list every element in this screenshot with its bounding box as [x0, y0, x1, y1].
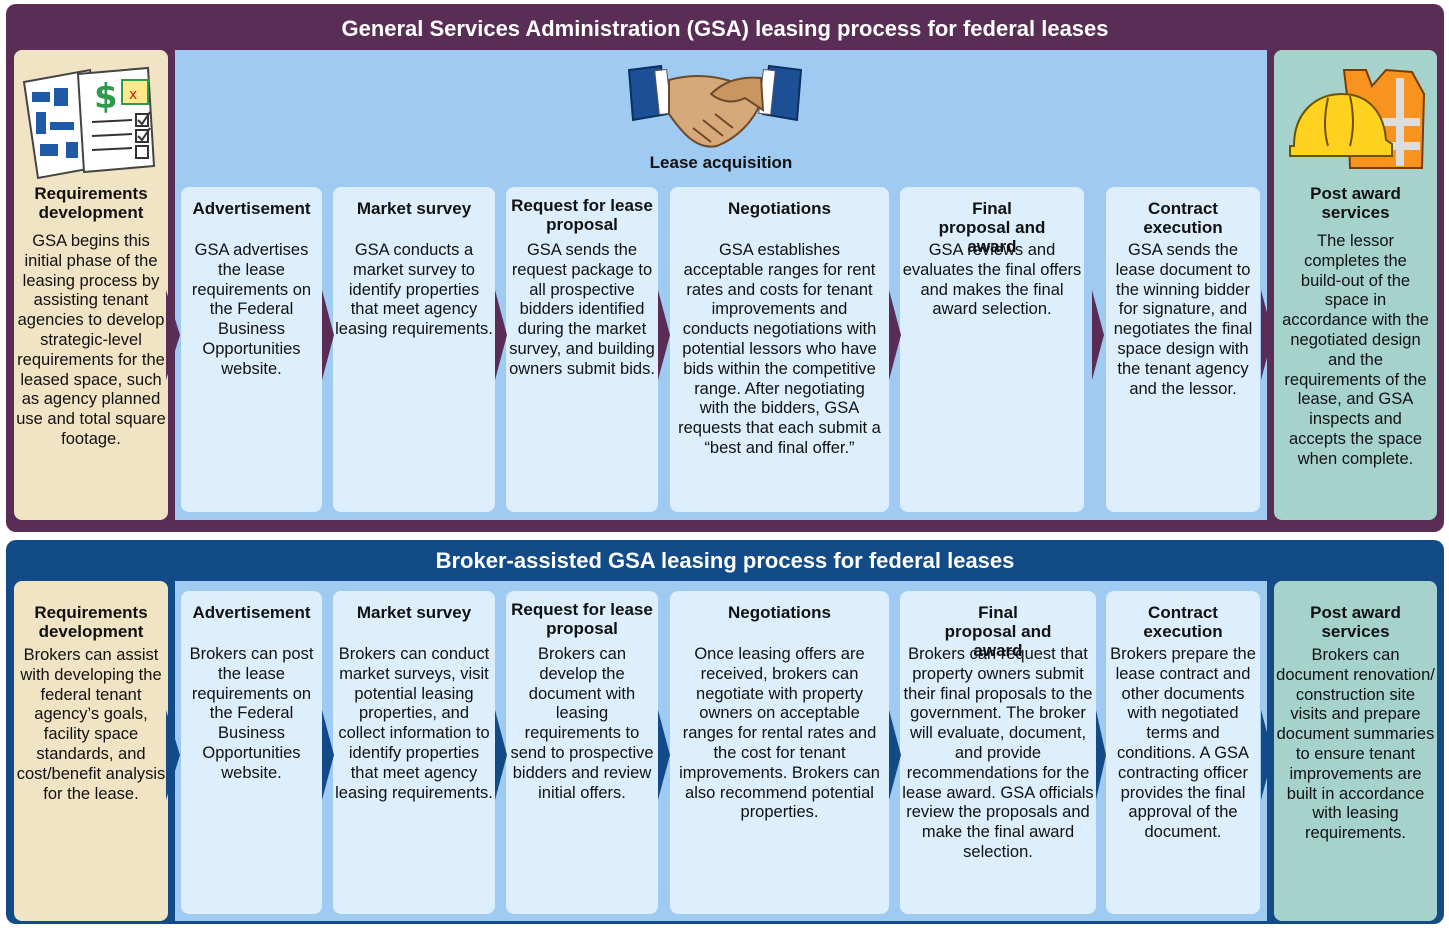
bottom-step-market-survey: Market survey Brokers can conduct market…: [333, 591, 495, 914]
requirements-box: $ x Requirements development GSA begins …: [14, 50, 168, 520]
arrow-icon: [495, 710, 507, 800]
post-award-title: Post award services: [1310, 603, 1401, 641]
post-award-text: Brokers can document renovation/ constru…: [1276, 646, 1435, 843]
step-title: Request for lease proposal: [511, 196, 653, 234]
post-award-box: Post award services The lessor completes…: [1274, 50, 1437, 520]
arrow-icon: [658, 710, 670, 800]
top-step-contract-execution: Contract execution GSA sends the lease d…: [1106, 187, 1260, 512]
svg-text:x: x: [129, 87, 137, 103]
top-step-final-proposal: Final proposal and award GSA reviews and…: [900, 187, 1084, 512]
step-text: Brokers can request that property owners…: [902, 645, 1094, 861]
step-title: Contract execution: [1143, 199, 1223, 237]
step-title: Negotiations: [728, 199, 831, 218]
bottom-step-negotiations: Negotiations Once leasing offers are rec…: [670, 591, 889, 914]
post-award-title: Post award services: [1310, 184, 1401, 222]
step-text: GSA reviews and evaluates the final offe…: [902, 241, 1082, 319]
step-title: Contract execution: [1143, 603, 1223, 641]
arrow-icon: [495, 290, 507, 380]
lease-acquisition-label: Lease acquisition: [649, 153, 793, 172]
bottom-step-final-proposal: Final proposal and award Brokers can req…: [900, 591, 1096, 914]
step-title: Negotiations: [728, 603, 831, 622]
step-text: Once leasing offers are received, broker…: [679, 645, 880, 822]
top-step-negotiations: Negotiations GSA establishes acceptable …: [670, 187, 889, 512]
arrow-icon: [889, 710, 901, 800]
post-award-text: The lessor completes the build-out of th…: [1282, 232, 1429, 468]
step-title: Final proposal and award: [944, 603, 1052, 660]
step-text: Brokers can develop the document with le…: [510, 645, 654, 802]
arrow-icon: [1092, 290, 1104, 380]
top-step-request-proposal: Request for lease proposal GSA sends the…: [506, 187, 658, 512]
step-text: GSA conducts a market survey to identify…: [335, 241, 493, 339]
step-title: Advertisement: [192, 603, 311, 622]
svg-text:$: $: [94, 77, 118, 117]
step-text: GSA establishes acceptable ranges for re…: [678, 241, 881, 457]
arrow-icon: [166, 290, 180, 380]
arrow-icon: [322, 710, 334, 800]
arrow-icon: [1096, 710, 1106, 800]
step-title: Final proposal and award: [938, 199, 1046, 256]
step-text: GSA advertises the lease requirements on…: [191, 241, 312, 378]
step-title: Market survey: [356, 199, 472, 218]
broker-process-title: Broker-assisted GSA leasing process for …: [435, 548, 1015, 573]
requirements-text: Brokers can assist with developing the f…: [16, 646, 166, 803]
step-text: Brokers prepare the lease contract and o…: [1110, 645, 1256, 842]
documents-icon: $ x: [22, 66, 156, 180]
arrow-icon: [166, 710, 180, 800]
requirements-title: Requirements development: [34, 603, 148, 641]
requirements-title: Requirements development: [34, 184, 148, 222]
step-title: Request for lease proposal: [511, 600, 653, 638]
hardhat-vest-icon: [1289, 68, 1426, 169]
arrow-icon: [658, 290, 670, 380]
post-award-box-broker: Post award services Brokers can document…: [1274, 581, 1437, 921]
requirements-box-broker: Requirements development Brokers can ass…: [14, 581, 168, 921]
step-title: Market survey: [356, 603, 472, 622]
bottom-step-request-proposal: Request for lease proposal Brokers can d…: [506, 591, 658, 914]
step-text: GSA sends the request package to all pro…: [509, 241, 655, 378]
top-step-advertisement: Advertisement GSA advertises the lease r…: [181, 187, 322, 512]
gsa-process-title: General Services Administration (GSA) le…: [341, 16, 1109, 41]
top-step-market-survey: Market survey GSA conducts a market surv…: [333, 187, 495, 512]
step-title: Advertisement: [192, 199, 311, 218]
arrow-icon: [1261, 290, 1273, 380]
step-text: Brokers can conduct market surveys, visi…: [335, 645, 493, 802]
bottom-step-contract-execution: Contract execution Brokers prepare the l…: [1106, 591, 1260, 914]
requirements-text: GSA begins this initial phase of the lea…: [16, 232, 166, 448]
step-text: GSA sends the lease document to the winn…: [1113, 241, 1253, 398]
arrow-icon: [322, 290, 334, 380]
handshake-icon: [627, 64, 803, 148]
bottom-step-advertisement: Advertisement Brokers can post the lease…: [181, 591, 322, 914]
arrow-icon: [889, 290, 901, 380]
step-text: Brokers can post the lease requirements …: [189, 645, 314, 782]
arrow-icon: [1261, 710, 1273, 800]
